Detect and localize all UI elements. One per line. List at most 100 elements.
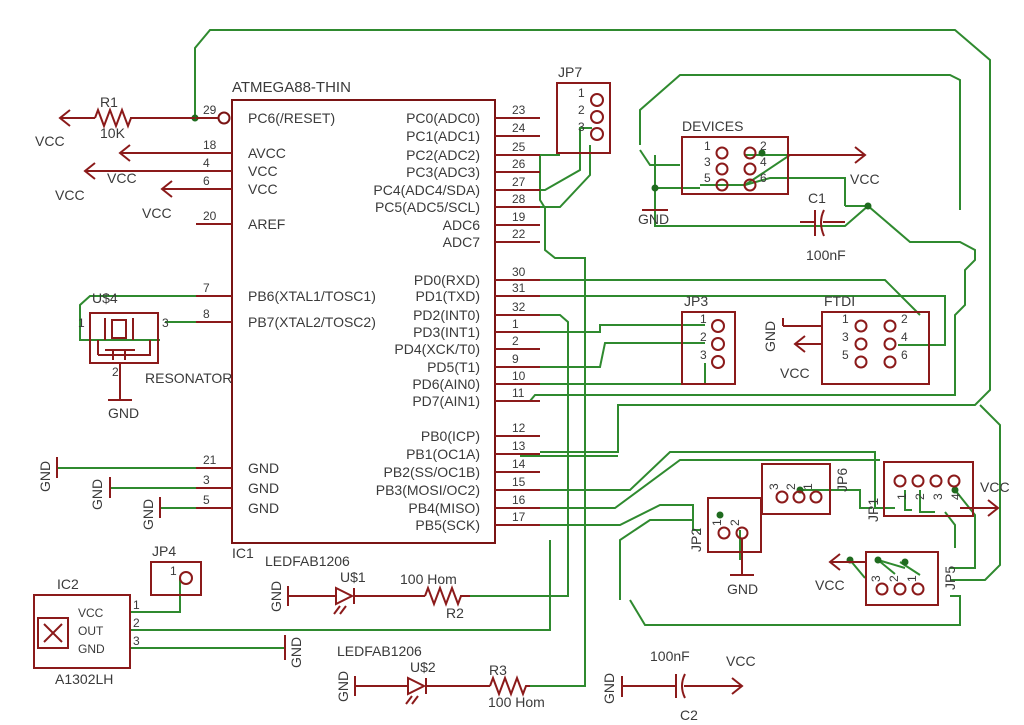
ic1-pin-number: 21: [203, 453, 217, 467]
ic1-pin-label: AVCC: [248, 145, 286, 161]
ic1-pin-number: 5: [203, 493, 210, 507]
jp5-pin2: 2: [887, 575, 901, 582]
jp6-pin3: 3: [767, 483, 781, 490]
ic1-pin-label: PC4(ADC4/SDA): [373, 182, 480, 198]
jp3-pin3: 3: [700, 348, 707, 362]
vcc-label-4: VCC: [142, 205, 172, 221]
vcc-label-jp1: VCC: [980, 479, 1010, 495]
ftdi-pin1: 1: [842, 312, 849, 326]
ic1-pin-label: PC5(ADC5/SCL): [375, 199, 480, 215]
led1-kind: LEDFAB1206: [265, 553, 350, 569]
ic1-pin-label: GND: [248, 460, 279, 476]
ic1-pin-label: ADC7: [443, 234, 481, 250]
jp1-pin1: 1: [895, 493, 909, 500]
jp7-pin1: 1: [578, 86, 585, 100]
ic2-pin-gnd: GND: [78, 642, 105, 656]
devices-header: DEVICES 1 2 3 4 5 6 VCC GND: [638, 118, 880, 227]
vcc-label-3: VCC: [55, 187, 85, 203]
vcc-label-devices: VCC: [850, 171, 880, 187]
devices-pin5: 5: [704, 171, 711, 185]
ic1-pin-number: 4: [203, 156, 210, 170]
r1-resistor: R1 10K VCC: [35, 94, 195, 149]
ic1-pin-number: 1: [512, 317, 519, 331]
ic2-name: A1302LH: [55, 671, 113, 687]
ic1-pin-label: PB6(XTAL1/TOSC1): [248, 288, 376, 304]
jp4-header: JP4 1: [150, 543, 202, 596]
ftdi-name: FTDI: [824, 293, 855, 309]
r1-value: 10K: [100, 125, 126, 141]
ftdi-header: FTDI 1 2 3 4 5 6 GND VCC: [762, 293, 930, 385]
gnd-label-devices: GND: [638, 211, 669, 227]
ic1-pin-label: GND: [248, 480, 279, 496]
ic1-pin-number: 32: [512, 300, 526, 314]
junctions: [191, 114, 959, 566]
gnd-label-jp2: GND: [727, 581, 758, 597]
ic2-pin1: 1: [133, 598, 140, 612]
ic2-ref: IC2: [57, 576, 79, 592]
resonator-pin3: 3: [162, 316, 169, 330]
r2-name: R2: [446, 605, 464, 621]
led2-kind: LEDFAB1206: [337, 643, 422, 659]
ic1-pin-number: 6: [203, 174, 210, 188]
ic1-pin-number: 31: [512, 281, 526, 295]
jp4-name: JP4: [152, 543, 176, 559]
ic2-sensor: IC2 A1302LH VCC OUT GND 1 2 3 GND: [33, 576, 304, 687]
jp7-name: JP7: [558, 64, 582, 80]
jp6-header: JP6 3 2 1: [761, 463, 850, 515]
ic1-pin-number: 29: [203, 103, 217, 117]
ic1-pin-number: 23: [512, 103, 526, 117]
gnd-label-c: GND: [140, 499, 156, 530]
jp1-name: JP1: [865, 498, 881, 522]
jp2-header: JP2 1 2 GND: [688, 497, 762, 597]
vcc-label-ftdi: VCC: [780, 365, 810, 381]
gnd-label-b: GND: [89, 479, 105, 510]
ic1-pin-label: PD4(XCK/T0): [394, 341, 480, 357]
ic1-pin-label: VCC: [248, 181, 278, 197]
r3-name: R3: [489, 662, 507, 678]
r2-value: 100 Hom: [400, 571, 457, 587]
ic1-pin-label: PC0(ADC0): [406, 110, 480, 126]
ic1-pin-number: 2: [512, 334, 519, 348]
ic2-pin3: 3: [133, 634, 140, 648]
jp4-pin1: 1: [170, 564, 177, 578]
devices-pin3: 3: [704, 155, 711, 169]
ic1-pin-label: PB3(MOSI/OC2): [376, 482, 480, 498]
gnd-label-resonator: GND: [108, 405, 139, 421]
ic1-name: ATMEGA88-THIN: [232, 79, 351, 96]
jp2-pin1: 1: [710, 519, 724, 526]
ic1-pin-number: 14: [512, 457, 526, 471]
ic1-pin-number: 8: [203, 307, 210, 321]
ic1-pin-number: 19: [512, 210, 526, 224]
ic1-pin-label: PB5(SCK): [415, 517, 480, 533]
jp1-pin2: 2: [913, 493, 927, 500]
ic1-pin-number: 12: [512, 421, 526, 435]
ic1-pin-label: AREF: [248, 216, 285, 232]
jp3-header: JP3 1 2 3: [681, 293, 736, 385]
gnd-label-ic2: GND: [288, 637, 304, 668]
c2-capacitor: 100nF C2 VCC GND: [601, 648, 756, 723]
ic1-pin-number: 9: [512, 352, 519, 366]
ic1-pin-label: PB2(SS/OC1B): [384, 464, 480, 480]
ic1-pin-number: 25: [512, 140, 526, 154]
led2-with-r3: LEDFAB1206 U$2 R3 100 Hom GND: [335, 643, 545, 710]
ic1-pin-label: PD6(AIN0): [412, 376, 480, 392]
gnd-label-led1: GND: [268, 581, 284, 612]
ic1-pin-label: PB0(ICP): [421, 428, 480, 444]
jp3-name: JP3: [684, 293, 708, 309]
jp7-pin3: 3: [578, 120, 585, 134]
ic1-ref: IC1: [232, 545, 254, 561]
ic1-pin-label: PD5(T1): [427, 359, 480, 375]
vcc-arrows: VCC VCC VCC: [55, 144, 232, 221]
vcc-label-jp5: VCC: [815, 577, 845, 593]
ic1-pin-number: 10: [512, 369, 526, 383]
resonator: U$4 RESONATOR 1 3 2 GND: [78, 290, 232, 421]
jp5-pin3: 3: [869, 575, 883, 582]
ic1-pin-number: 18: [203, 138, 217, 152]
ic1-pin-label: PB1(OC1A): [406, 446, 480, 462]
ic1-pin-label: PB4(MISO): [408, 500, 480, 516]
devices-pin6: 6: [760, 171, 767, 185]
ic1-pin-number: 30: [512, 265, 526, 279]
ftdi-pin6: 6: [901, 348, 908, 362]
